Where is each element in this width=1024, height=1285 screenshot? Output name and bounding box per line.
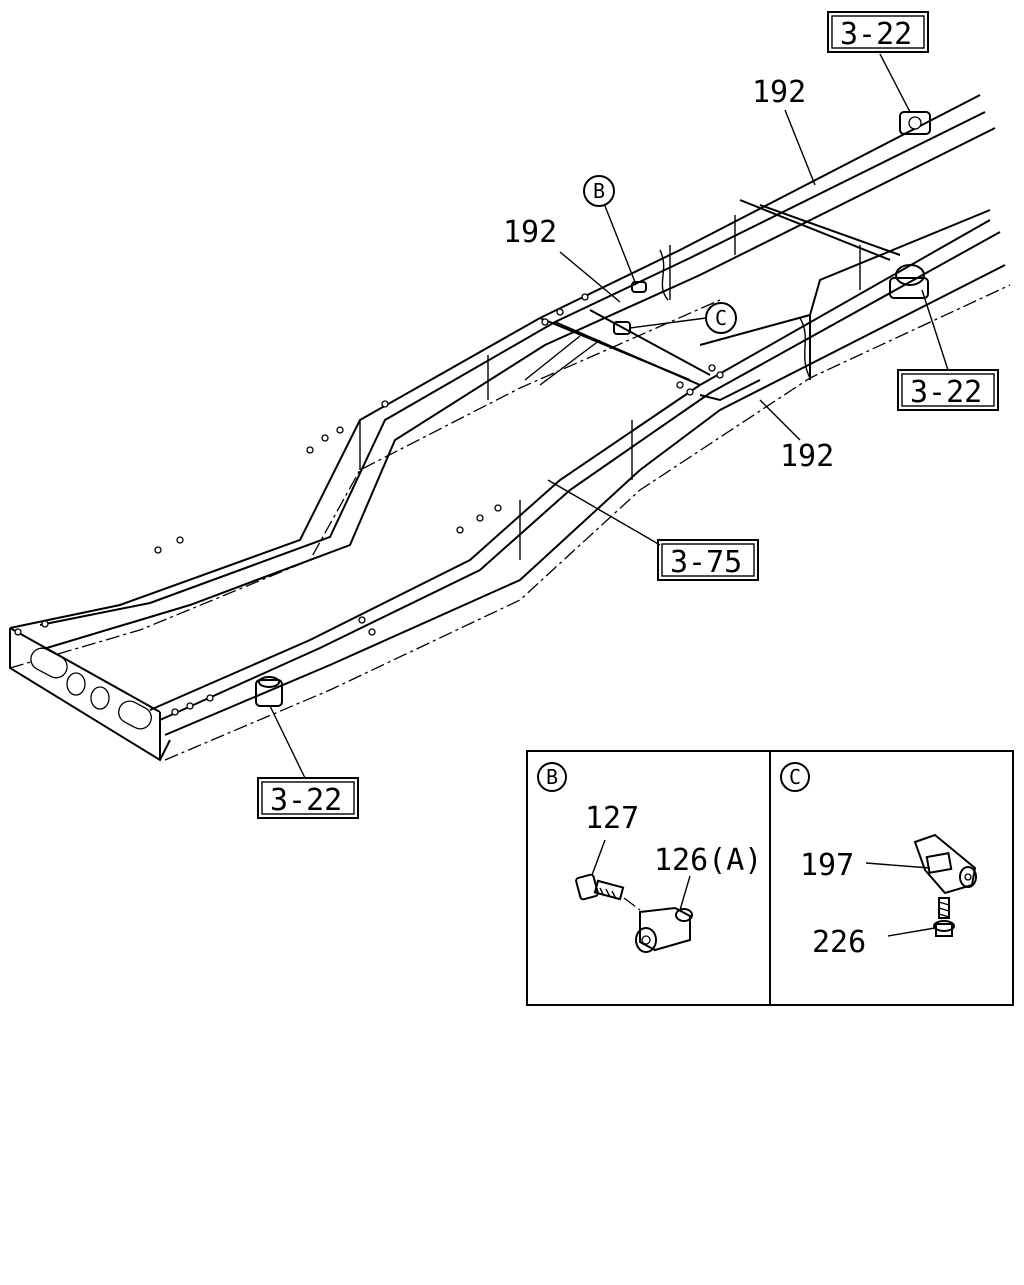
part-number-127: 127	[585, 801, 639, 836]
detail-panel-b: B 127 126(A)	[526, 750, 771, 1006]
part-number-192: 192	[780, 439, 834, 474]
component-right-valve	[889, 264, 929, 299]
bolt-holes	[14, 293, 724, 716]
bolt-icon	[575, 873, 625, 901]
component-b-fitting	[631, 281, 647, 293]
ref-label: 3-22	[840, 17, 912, 52]
tee-fitting-icon	[635, 906, 693, 953]
detail-marker-b[interactable]: B	[583, 175, 615, 207]
screw-icon	[933, 897, 955, 937]
detail-marker-c[interactable]: C	[705, 302, 737, 334]
ref-box-right[interactable]: 3-22	[897, 369, 999, 411]
part-number-192: 192	[752, 75, 806, 110]
marker-letter: B	[593, 179, 605, 203]
ref-label: 3-22	[910, 375, 982, 410]
elbow-fitting-icon	[913, 833, 977, 895]
detail-c-marker: C	[789, 765, 801, 789]
ref-label: 3-22	[270, 783, 342, 818]
ref-label: 3-75	[670, 545, 742, 580]
ref-box-bottom-left[interactable]: 3-22	[257, 777, 359, 819]
component-front-valve	[255, 676, 283, 707]
leader-lines	[269, 53, 949, 779]
detail-panel-c: C 197 226	[769, 750, 1014, 1006]
chassis-frame	[9, 94, 1011, 762]
part-number-226: 226	[812, 925, 866, 960]
part-number-192: 192	[503, 215, 557, 250]
marker-letter: C	[715, 306, 727, 330]
component-top-right-valve	[899, 111, 931, 135]
detail-b-marker: B	[546, 765, 558, 789]
ref-box-top-right[interactable]: 3-22	[827, 11, 929, 53]
part-number-126a: 126(A)	[654, 843, 762, 878]
part-number-197: 197	[800, 848, 854, 883]
ref-box-center[interactable]: 3-75	[657, 539, 759, 581]
